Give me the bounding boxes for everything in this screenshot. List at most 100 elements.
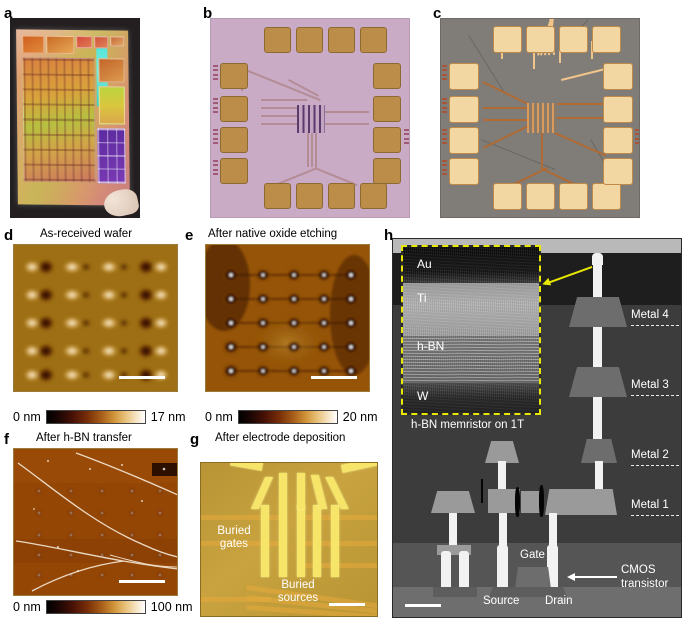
- gold-electrode: [297, 473, 305, 509]
- bond-pad: [449, 96, 479, 123]
- panel-f-title: After h-BN transfer: [36, 432, 132, 444]
- trace-bright: [591, 41, 593, 59]
- gold-electrode: [341, 463, 377, 473]
- chip-die: [16, 29, 130, 206]
- trace: [307, 133, 309, 167]
- scale-bar: [311, 376, 357, 379]
- tem-hbn-label: h-BN: [417, 339, 445, 353]
- chip-block-6: [98, 58, 125, 83]
- alignment-ticks: [213, 160, 218, 178]
- colorbar-max-label: 100 nm: [150, 600, 193, 614]
- panel-d-colorbar: 0 nm 17 nm: [13, 410, 186, 424]
- buried-gate-line: [301, 563, 377, 568]
- via-m4-m3: [593, 327, 602, 369]
- crossbar-array-5x5: [527, 103, 557, 133]
- chip-memory-array-region: [22, 57, 96, 183]
- bond-pad: [373, 63, 401, 89]
- bond-pad: [373, 96, 401, 122]
- panel-f-afm-image: [13, 448, 178, 596]
- source-label: Source: [483, 595, 520, 607]
- colorbar-max-label: 17 nm: [150, 410, 186, 424]
- tem-ti-label: Ti: [417, 291, 427, 305]
- gold-electrode: [230, 463, 263, 471]
- bond-pad: [328, 183, 355, 209]
- bond-pad: [603, 63, 633, 90]
- bond-pad: [373, 127, 401, 153]
- bond-pad: [360, 183, 387, 209]
- panel-e-title: After native oxide etching: [208, 228, 338, 240]
- trace: [315, 133, 317, 167]
- metal1-line-left: [431, 491, 475, 513]
- metal4-dashed-line: [631, 325, 679, 326]
- buried-gate-line: [301, 515, 377, 520]
- metal2-line-middle: [485, 441, 519, 463]
- metal1-line-middle: [488, 489, 520, 513]
- trace-bright: [533, 41, 535, 69]
- isolation-trench-left: [481, 479, 483, 503]
- gold-electrode: [279, 473, 287, 577]
- bond-pad: [449, 63, 479, 90]
- memristor-top-electrode: [592, 253, 603, 265]
- bond-pad: [373, 158, 401, 184]
- cmos-arrow-line: [573, 576, 617, 578]
- bond-pad: [592, 26, 621, 53]
- scale-bar: [119, 376, 165, 379]
- contact-plug: [441, 551, 451, 591]
- metal3-dashed-line: [631, 395, 679, 396]
- contact-plug-drain: [547, 545, 558, 591]
- chip-block-3: [76, 36, 93, 49]
- inset-caption: h-BN memristor on 1T: [411, 419, 525, 431]
- via-m2-m1-right: [595, 461, 603, 493]
- bond-pad: [220, 158, 248, 184]
- afm-f-surface: [14, 449, 177, 595]
- metal2-line-right: [581, 439, 617, 463]
- via-m1-contact-source: [499, 513, 507, 549]
- crossbar-array-5x5: [297, 105, 325, 133]
- gold-electrode: [261, 505, 269, 577]
- buried-sources-label: Buried sources: [277, 579, 319, 605]
- tem-w-layer: [403, 383, 539, 413]
- trace: [557, 117, 605, 119]
- tem-inset-memristor-stack: Au Ti h-BN W: [401, 245, 541, 415]
- metal1-dashed-line: [631, 515, 679, 516]
- panel-f-colorbar: 0 nm 100 nm: [13, 600, 193, 614]
- panel-letter-c: c: [433, 5, 442, 22]
- chip-block-4: [94, 36, 109, 49]
- bond-pad: [592, 183, 621, 210]
- bond-pad: [526, 183, 555, 210]
- trace: [541, 133, 543, 167]
- trace: [557, 103, 605, 105]
- panel-d-title: As-received wafer: [40, 228, 133, 240]
- trace: [261, 115, 307, 117]
- tem-au-label: Au: [417, 257, 432, 271]
- panel-letter-a: a: [4, 5, 13, 22]
- cmos-transistor-label: CMOS transistor: [621, 564, 669, 590]
- bond-pad: [493, 183, 522, 210]
- panel-letter-h: h: [384, 227, 394, 244]
- metal3-label: Metal 3: [631, 379, 669, 391]
- afm-e-surface: [206, 245, 369, 391]
- alignment-ticks: [442, 65, 447, 83]
- colorbar-gradient: [237, 410, 338, 424]
- bond-pad: [603, 158, 633, 185]
- alignment-ticks: [213, 65, 218, 83]
- via-m3-m2: [593, 397, 602, 441]
- panel-b-optical-micrograph: [210, 18, 410, 218]
- gold-electrode: [331, 505, 339, 577]
- panel-letter-b: b: [203, 5, 213, 22]
- trace: [261, 99, 307, 101]
- bond-pad: [328, 27, 355, 53]
- bond-pad: [449, 127, 479, 154]
- bond-pad: [449, 158, 479, 185]
- via-m4-top: [593, 261, 602, 299]
- chip-block-2: [46, 35, 75, 55]
- trace: [261, 107, 307, 109]
- bond-pad: [493, 26, 522, 53]
- bond-pad: [603, 96, 633, 123]
- cmos-arrow-head: [567, 573, 575, 581]
- tem-au-layer: [403, 247, 539, 283]
- alignment-ticks: [404, 129, 409, 147]
- trace: [483, 119, 531, 121]
- colorbar-max-label: 20 nm: [342, 410, 378, 424]
- tem-ti-layer: [403, 283, 539, 335]
